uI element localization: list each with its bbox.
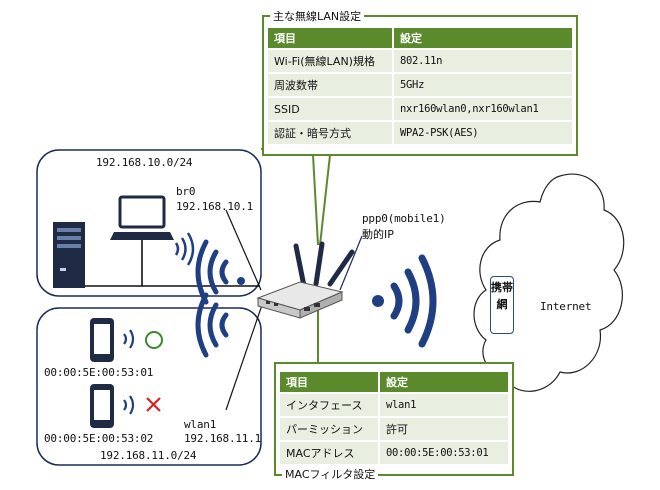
setting-key: 認証・暗号方式 [268, 122, 392, 144]
setting-key: パーミッション [280, 418, 378, 440]
column-header: 設定 [392, 28, 572, 48]
setting-value: 802.11n [392, 50, 572, 72]
mac-filter-title: MACフィルタ設定 [282, 466, 379, 482]
smartphone-icon [90, 384, 114, 428]
wifi-wave-icon [195, 292, 229, 358]
server-icon [53, 222, 85, 288]
laptop-icon [110, 195, 174, 240]
setting-value: WPA2-PSK(AES) [392, 122, 572, 144]
wifi-wave-icon [123, 329, 135, 415]
carrier-network-label: 携帯網 [490, 276, 514, 334]
setting-key: MACアドレス [280, 442, 378, 464]
table-row: Wi-Fi(無線LAN)規格 802.11n [268, 50, 572, 72]
lan1-network-label: 192.168.10.0/24 [96, 156, 193, 169]
setting-value: 00:00:5E:00:53:01 [378, 442, 508, 464]
table-row: 周波数帯 5GHz [268, 74, 572, 96]
wifi-wave-icon [390, 254, 437, 348]
wan-address-type-label: 動的IP [362, 228, 394, 241]
smartphone-icon [90, 318, 114, 362]
table-row: SSID nxr160wlan0,nxr160wlan1 [268, 98, 572, 120]
wireless-settings-table: 項目 設定 Wi-Fi(無線LAN)規格 802.11n 周波数帯 5GHz S… [268, 26, 572, 146]
mac-filter-table: 項目 設定 インタフェース wlan1 パーミッション 許可 MACアドレス 0… [280, 370, 508, 466]
setting-value: wlan1 [378, 394, 508, 416]
wan-interface-label: ppp0(mobile1) [362, 212, 446, 225]
setting-key: インタフェース [280, 394, 378, 416]
table-row: 認証・暗号方式 WPA2-PSK(AES) [268, 122, 572, 144]
setting-value: 5GHz [392, 74, 572, 96]
cross-icon [146, 397, 161, 412]
column-header: 設定 [378, 372, 508, 392]
table-row: パーミッション 許可 [280, 418, 508, 440]
table-row: MACアドレス 00:00:5E:00:53:01 [280, 442, 508, 464]
phone-denied-mac-label: 00:00:5E:00:53:02 [44, 432, 154, 445]
check-circle-icon [145, 331, 163, 349]
lan1-address-label: 192.168.10.1 [176, 200, 254, 213]
phone-allowed-mac-label: 00:00:5E:00:53:01 [44, 366, 154, 379]
column-header: 項目 [268, 28, 392, 48]
setting-key: 周波数帯 [268, 74, 392, 96]
setting-key: SSID [268, 98, 392, 120]
table-header-row: 項目 設定 [268, 28, 572, 48]
wifi-wave-icon [174, 232, 195, 266]
router-icon [256, 241, 355, 319]
lan2-interface-label: wlan1 [184, 418, 217, 431]
lan1-interface-label: br0 [176, 185, 196, 198]
setting-key: Wi-Fi(無線LAN)規格 [268, 50, 392, 72]
lan2-network-label: 192.168.11.0/24 [100, 449, 197, 462]
table-row: インタフェース wlan1 [280, 394, 508, 416]
internet-label: Internet [540, 300, 592, 313]
lan2-address-label: 192.168.11.1 [184, 432, 262, 445]
setting-value: nxr160wlan0,nxr160wlan1 [392, 98, 572, 120]
wireless-settings-title: 主な無線LAN設定 [270, 8, 365, 24]
table-header-row: 項目 設定 [280, 372, 508, 392]
setting-value: 許可 [378, 418, 508, 440]
column-header: 項目 [280, 372, 378, 392]
